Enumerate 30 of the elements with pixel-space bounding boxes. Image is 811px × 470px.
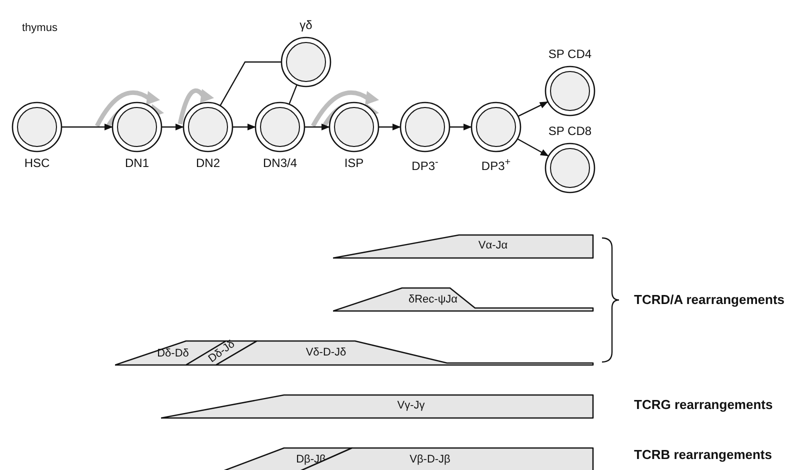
cell-label: DN2: [194, 156, 221, 170]
segment-label: Vα-Jα: [478, 240, 508, 252]
arrow: [162, 124, 184, 130]
segment-label: δRec-ψJα: [408, 294, 458, 306]
arrow: [450, 124, 472, 130]
connector-line: [288, 84, 298, 104]
cell-label: DN1: [124, 156, 150, 170]
locus-label: TCRD/A rearrangements: [634, 292, 785, 307]
cell-label: SP CD4: [547, 47, 593, 61]
segment-label: Vδ-D-Jδ: [306, 346, 346, 360]
segment-label: Vγ-Jγ: [397, 400, 425, 412]
cell-label: ISP: [343, 156, 365, 170]
locus-label: TCRG rearrangements: [634, 397, 773, 412]
arrow: [233, 124, 256, 130]
cell-label: γδ: [298, 18, 314, 32]
cell-label: DP3$^{-}$: [410, 156, 440, 173]
segment-label: Vβ-D-Jβ: [410, 454, 450, 466]
arrow: [518, 101, 548, 117]
cell-label: DP3$^{+}$: [480, 156, 512, 173]
segment-label: Dδ-Dδ: [157, 348, 189, 360]
arrow: [379, 124, 401, 130]
region-label: thymus: [22, 22, 58, 34]
cell-label: SP CD8: [547, 124, 593, 138]
arrow: [62, 124, 113, 130]
locus-label: TCRB rearrangements: [634, 447, 772, 462]
arrow: [305, 124, 330, 130]
cell-label: DN3/4: [262, 156, 298, 170]
arrow: [518, 138, 549, 156]
cell-label: HSC: [23, 156, 51, 170]
connector-line: [220, 61, 281, 106]
